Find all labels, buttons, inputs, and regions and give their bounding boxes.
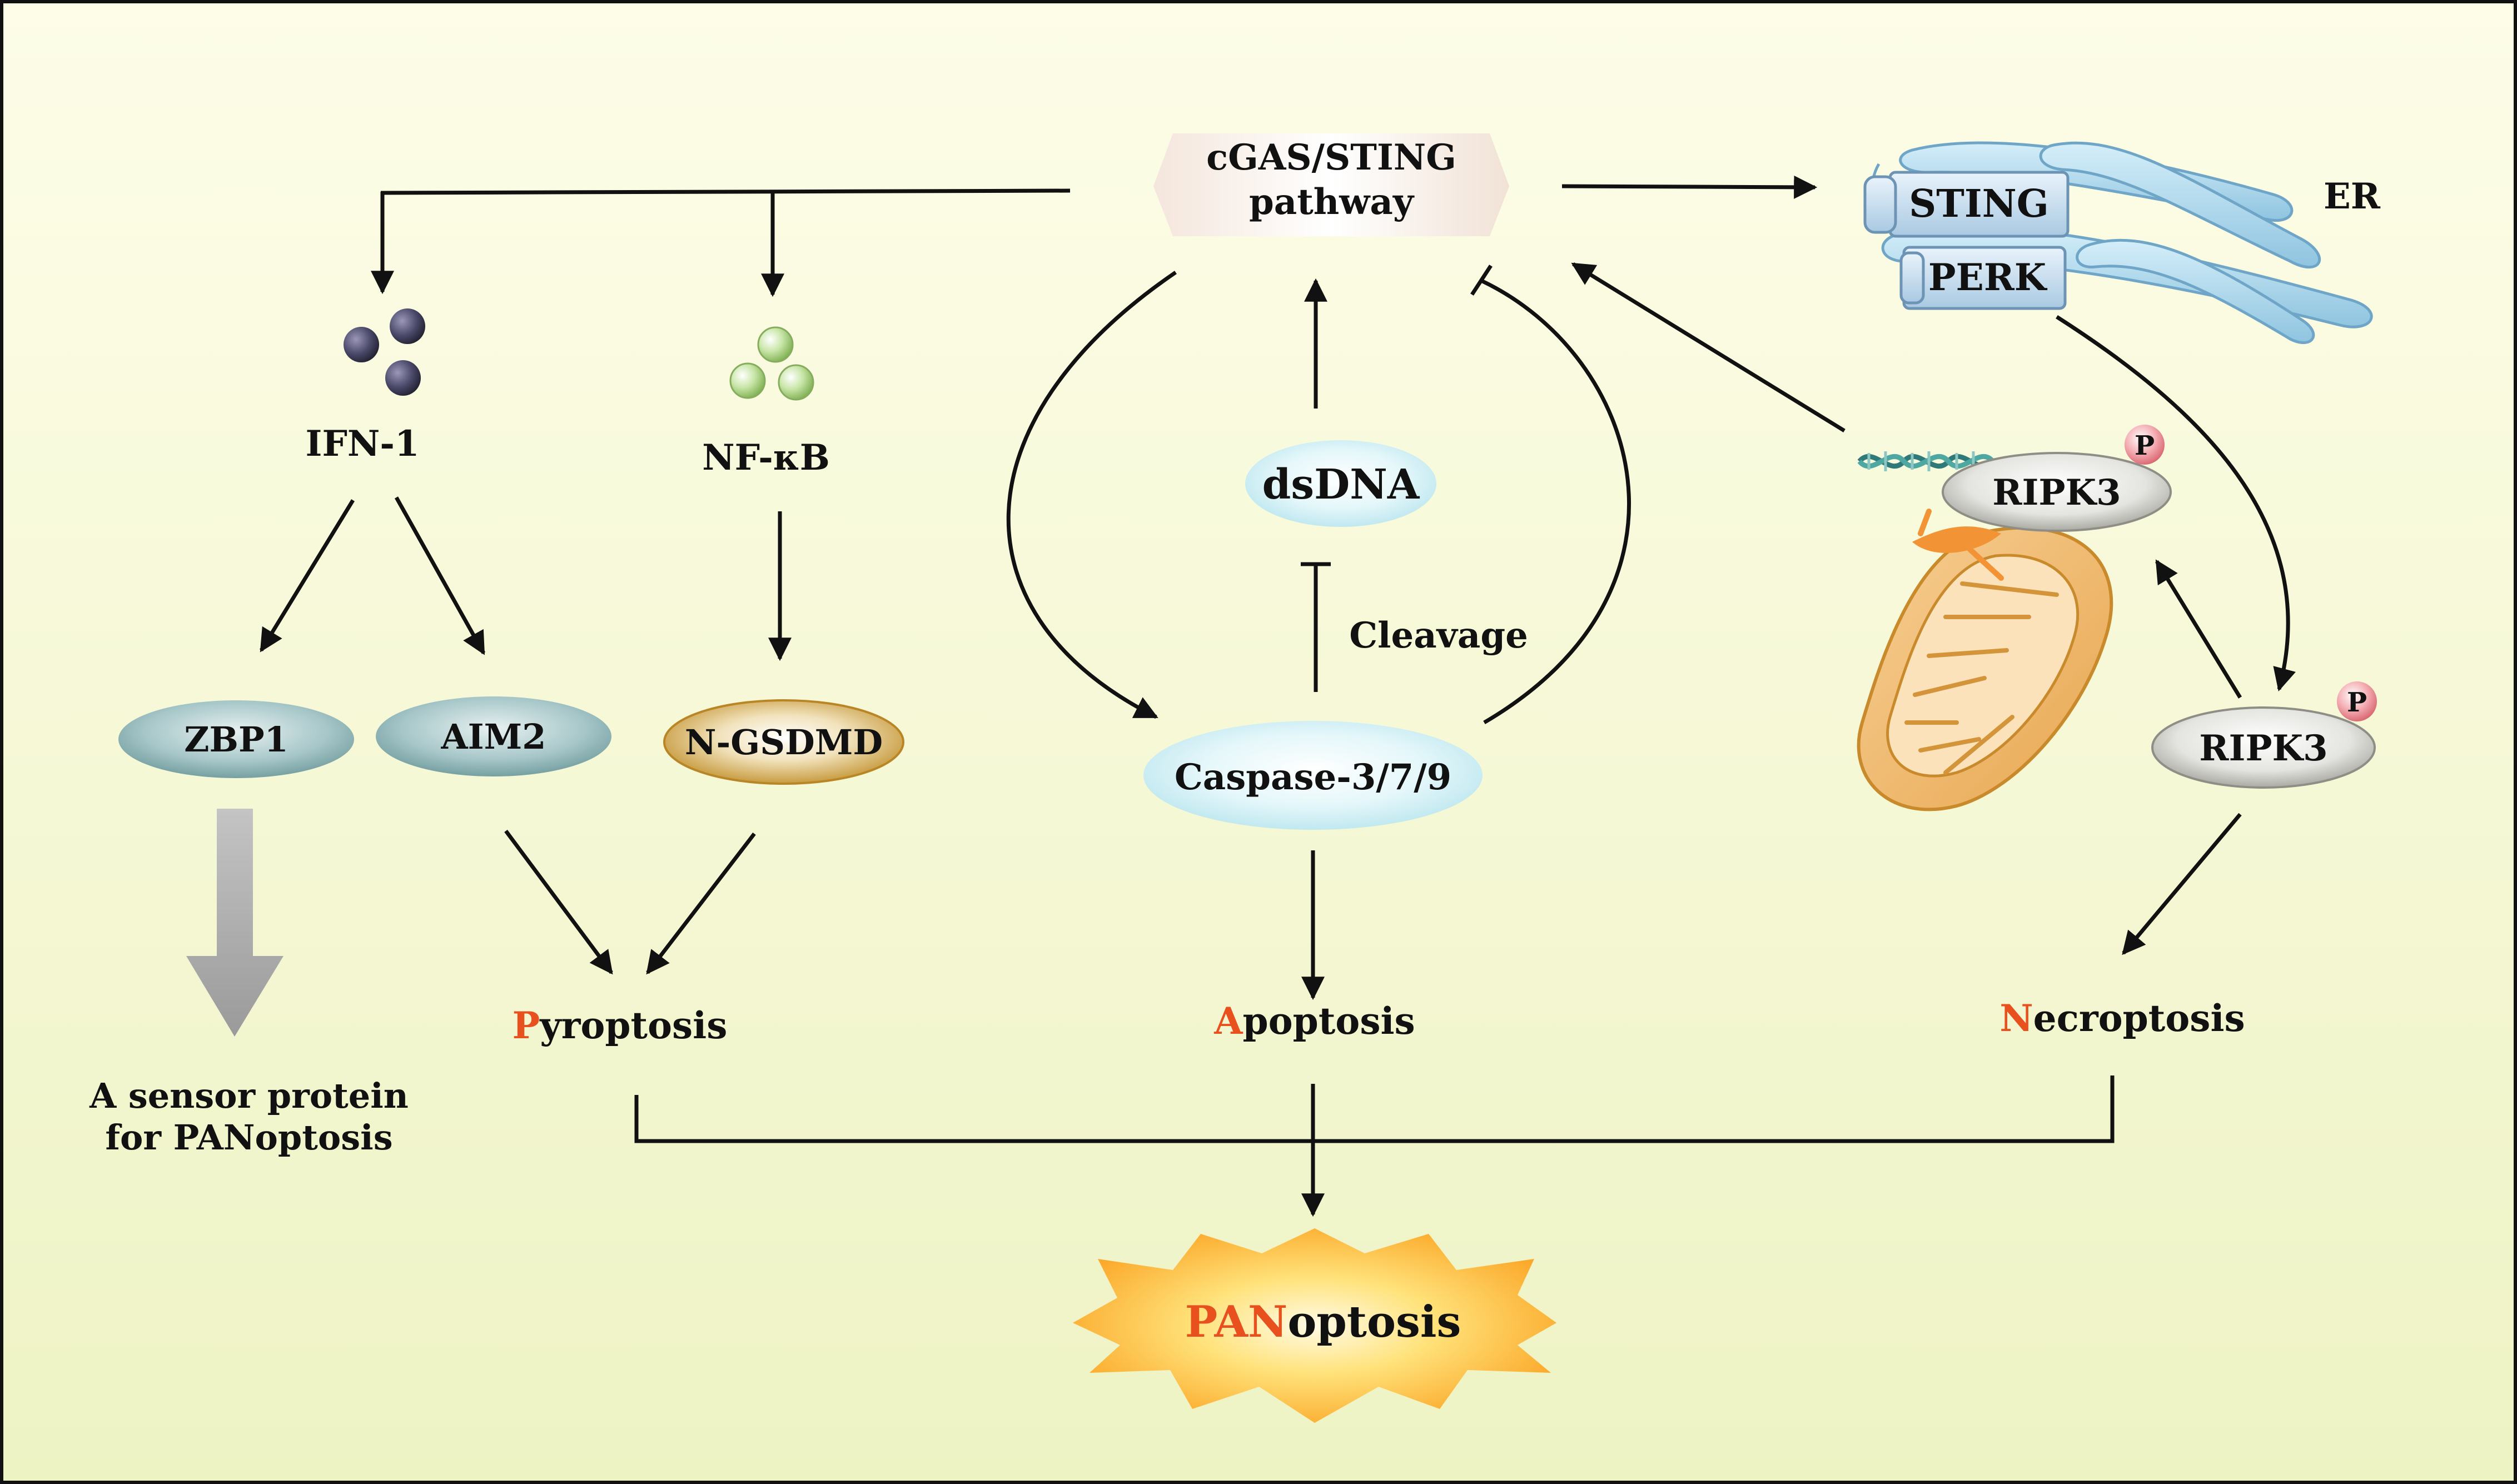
grey-arrow-zbp1-sensor	[186, 809, 283, 1037]
aim2-label: AIM2	[441, 716, 546, 757]
sting-box: STING	[1863, 171, 2070, 238]
cgas-branch-line	[380, 188, 1071, 195]
nfkb-label: NF-κB	[702, 437, 830, 479]
sensor-note-line2: for PANoptosis	[105, 1117, 392, 1158]
ripk3-mito-label: RIPK3	[1992, 472, 2121, 514]
arrow-ifn-to-aim2	[394, 496, 486, 655]
dsdna-label: dsDNA	[1262, 461, 1420, 509]
ripk3-label: RIPK3	[2199, 728, 2327, 769]
necroptosis-label: Necroptosis	[1999, 997, 2245, 1040]
cgas-sting-node: cGAS/STING pathway	[1153, 133, 1509, 236]
phospho-mito-label: P	[2135, 430, 2155, 461]
perk-box: PERK	[1899, 246, 2067, 310]
inhibit-caspase-to-cgas-bar	[1470, 265, 1493, 296]
cgas-sting-label-line2: pathway	[1249, 181, 1415, 223]
cleavage-label: Cleavage	[1349, 615, 1528, 656]
apoptosis-label: Apoptosis	[1213, 999, 1415, 1043]
convergence-bracket	[634, 1075, 2115, 1143]
dna-strand-icon	[1857, 451, 1995, 471]
zbp1-label: ZBP1	[184, 719, 288, 760]
sting-label: STING	[1909, 182, 2049, 226]
phospho-badge-mito: P	[2125, 425, 2165, 465]
arrow-perk-to-ripk3	[2056, 315, 2296, 692]
inhibit-caspase-to-dsdna	[1301, 562, 1331, 692]
inhibit-caspase-to-cgas	[1480, 278, 1631, 725]
ngsdmd-node: N-GSDMD	[663, 699, 904, 785]
zbp1-node: ZBP1	[118, 700, 354, 778]
sensor-note-line1: A sensor protein	[89, 1075, 409, 1116]
aim2-node: AIM2	[376, 696, 611, 776]
pyroptosis-label: Pyroptosis	[513, 1004, 728, 1047]
arrow-ifn-to-zbp1	[260, 499, 355, 653]
phospho-badge: P	[2337, 681, 2377, 721]
ripk3-node: RIPK3	[2151, 706, 2376, 789]
panoptosis-burst: PANoptosis	[1073, 1228, 1556, 1423]
caspase-label: Caspase-3/7/9	[1175, 756, 1451, 798]
arrow-ripk3-to-cgas	[1571, 262, 1846, 432]
phospho-label: P	[2347, 687, 2367, 718]
dsdna-node: dsDNA	[1245, 440, 1436, 527]
ifn-icon	[344, 308, 425, 396]
mitochondrion-icon	[1857, 509, 2113, 811]
arrow-cgas-to-caspase	[1006, 271, 1177, 719]
ripk3-mito-node: RIPK3	[1942, 452, 2172, 532]
arrow-ngsdmd-to-pyroptosis	[646, 832, 756, 975]
caspase-node: Caspase-3/7/9	[1143, 721, 1483, 830]
cgas-sting-label-line1: cGAS/STING	[1206, 137, 1456, 178]
perk-label: PERK	[1928, 256, 2048, 299]
arrow-cgas-to-er	[1561, 175, 1818, 199]
nfkb-icon	[729, 326, 814, 401]
arrow-ripk3-to-necroptosis	[2122, 813, 2242, 955]
panoptosis-label: PANoptosis	[1185, 1297, 1461, 1347]
ifn-label: IFN-1	[306, 423, 420, 465]
arrow-aim2-to-pyroptosis	[504, 829, 613, 975]
arrow-ripk3-to-ripk3-mito	[2155, 559, 2242, 699]
ngsdmd-label: N-GSDMD	[685, 722, 883, 763]
er-label: ER	[2324, 176, 2381, 217]
